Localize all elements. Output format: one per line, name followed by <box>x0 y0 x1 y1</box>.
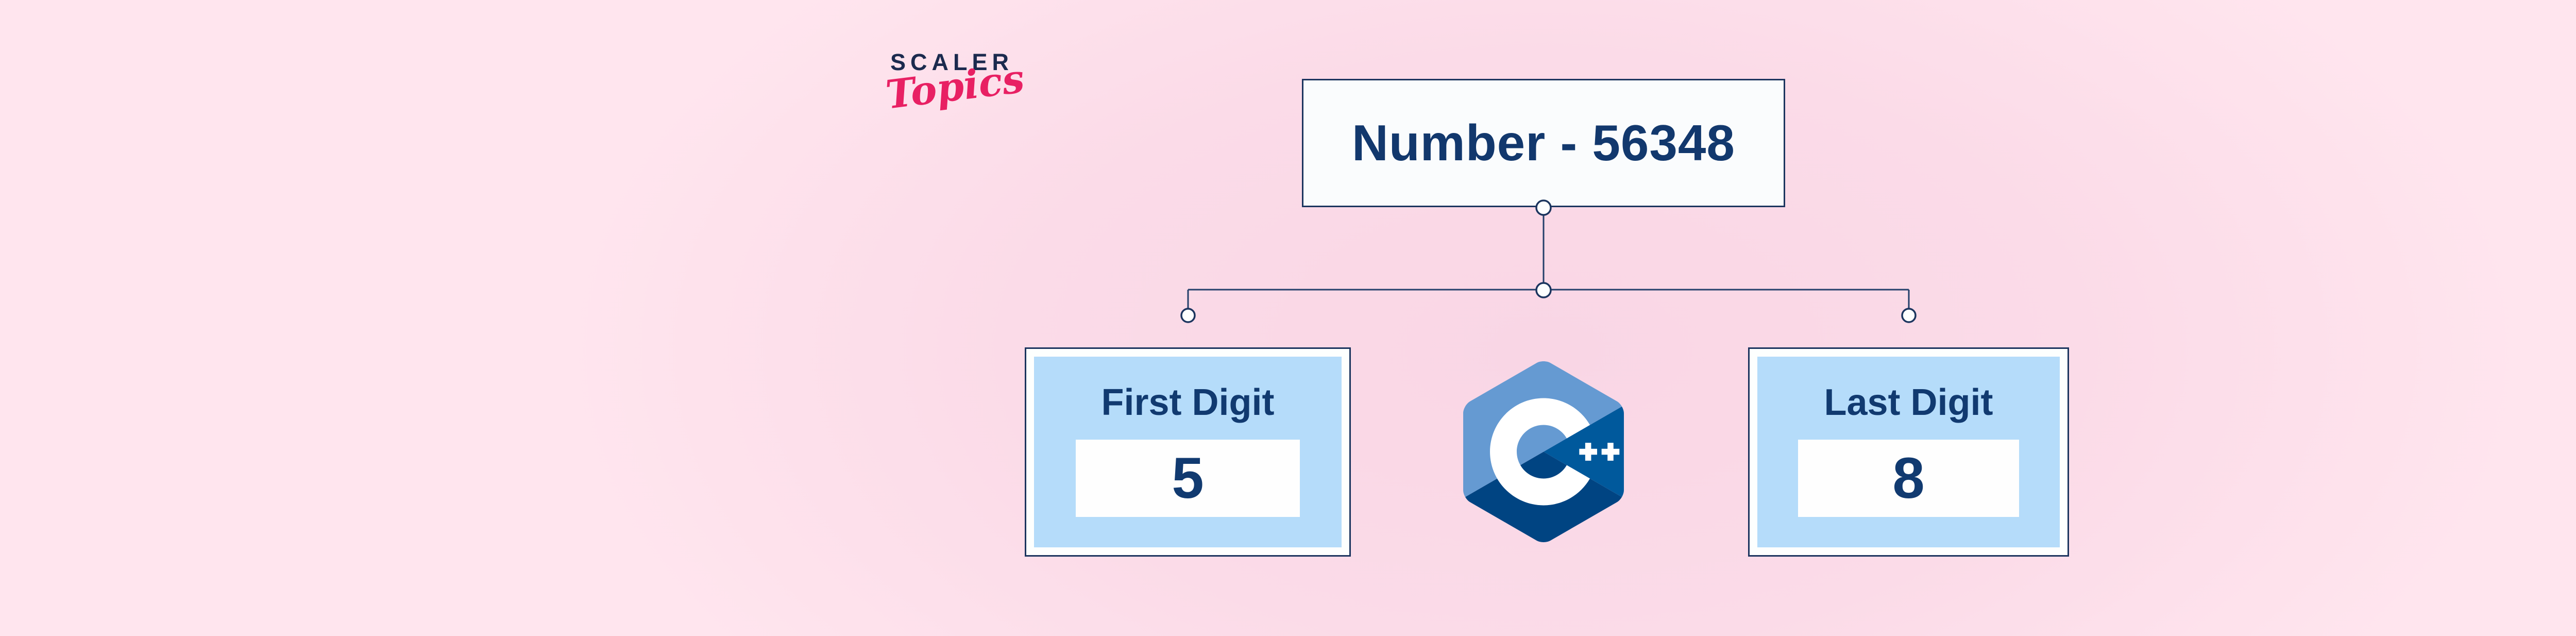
first-digit-value-box: 5 <box>1075 439 1300 517</box>
connector-node-circle-junction <box>1535 282 1552 298</box>
last-digit-panel: Last Digit 8 <box>1757 357 2060 547</box>
connector-nodes <box>1180 199 1917 323</box>
connector-node-circle-left <box>1180 308 1196 323</box>
last-digit-value: 8 <box>1892 446 1925 511</box>
cpp-logo-letter-c <box>1490 398 1590 506</box>
cpp-logo-plus-2 <box>1601 443 1620 461</box>
first-digit-value: 5 <box>1172 446 1204 511</box>
connector-lines <box>1187 207 1910 309</box>
first-digit-node: First Digit 5 <box>1025 347 1351 557</box>
last-digit-label: Last Digit <box>1824 382 1993 423</box>
last-digit-node: Last Digit 8 <box>1748 347 2069 557</box>
last-digit-value-box: 8 <box>1798 439 2019 517</box>
cpp-logo-icon <box>1463 361 1624 542</box>
number-root-node: Number - 56348 <box>1302 79 1785 207</box>
scaler-topics-logo: SCALER Topics <box>884 49 1045 118</box>
cpp-logo-plus-1 <box>1579 443 1597 461</box>
number-root-label: Number - 56348 <box>1352 114 1735 171</box>
first-digit-panel: First Digit 5 <box>1034 357 1342 547</box>
first-digit-label: First Digit <box>1101 382 1275 423</box>
brand-scaler-text: SCALER <box>890 49 1014 75</box>
connector-node-circle-right <box>1901 308 1917 323</box>
